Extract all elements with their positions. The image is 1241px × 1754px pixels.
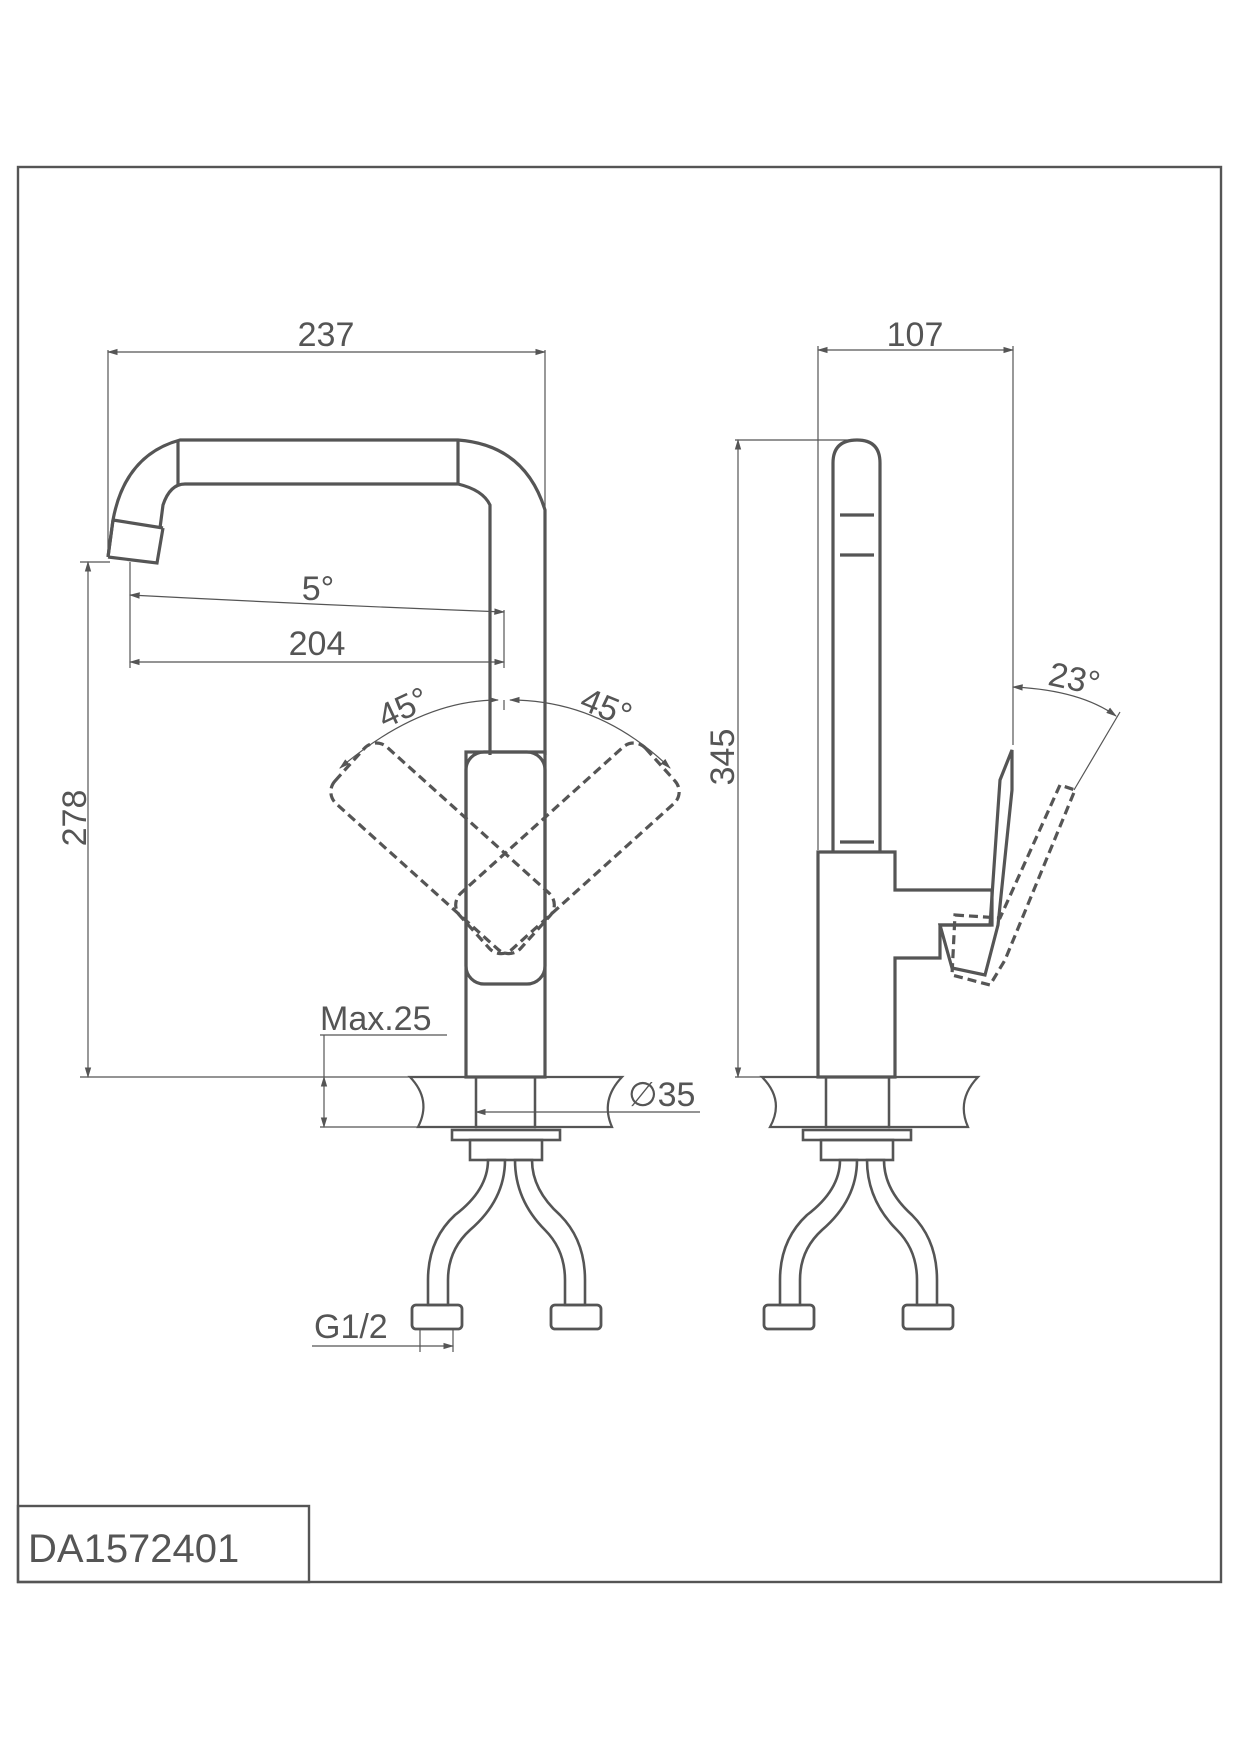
hose-nut-left [410, 1303, 464, 1331]
side-spout [831, 438, 882, 852]
side-deck-left [759, 1075, 828, 1129]
drawing-frame [16, 165, 1223, 1584]
title-block-box [16, 1504, 311, 1584]
aerator [106, 518, 165, 565]
mounting-nut [450, 1128, 562, 1142]
model-number: DA1572401 [28, 1527, 239, 1571]
side-washer [819, 1138, 895, 1162]
side-deck-right [887, 1075, 981, 1129]
dim-overall-width: 237 [298, 316, 355, 354]
hose-nut-right [549, 1303, 603, 1331]
deck-section-left [407, 1075, 478, 1129]
side-hose-nut-left [762, 1303, 816, 1331]
dim-hole-diameter: ∅35 [628, 1076, 695, 1114]
dim-max-deck: Max.25 [320, 1000, 432, 1038]
faucet-body [464, 750, 547, 1079]
dim-handle-right-angle: 45° [575, 681, 637, 735]
dim-handle-left-angle: 45° [372, 680, 435, 736]
dim-handle-tilt: 23° [1045, 655, 1103, 703]
dim-spout-reach: 204 [289, 625, 346, 663]
dim-spout-height: 278 [56, 790, 94, 847]
side-handle [937, 749, 1014, 977]
side-handle-tilted [950, 783, 1078, 987]
deck-section-right [533, 1075, 625, 1129]
dim-thread: G1/2 [314, 1308, 388, 1346]
handle-left-position [329, 741, 556, 956]
hose-left [426, 1158, 507, 1307]
hose-right [513, 1158, 587, 1307]
dim-arc-handle-left [339, 696, 500, 769]
dim-arc-23deg [1011, 684, 1117, 717]
dim-total-height: 345 [704, 729, 742, 786]
dim-depth: 107 [887, 316, 944, 354]
dim-arc-handle-right [508, 696, 671, 769]
side-shank [824, 1075, 891, 1129]
title-block: DA1572401 [16, 1504, 311, 1584]
front-view: 237 204 5° 45° 45° 278 Max.25 ∅35 [56, 316, 700, 1352]
side-hose-right [865, 1158, 939, 1307]
side-hose-left [778, 1158, 859, 1307]
mounting-shank [474, 1075, 537, 1129]
side-nut [801, 1128, 913, 1142]
handle-center [464, 750, 547, 986]
dim-arc-5deg [128, 592, 506, 615]
side-view: 107 345 23° [704, 316, 1121, 1331]
mounting-washer [468, 1138, 544, 1162]
dim-spout-angle: 5° [302, 570, 335, 608]
side-body [816, 850, 994, 1079]
handle-right-position [454, 741, 681, 956]
side-hose-nut-right [901, 1303, 955, 1331]
